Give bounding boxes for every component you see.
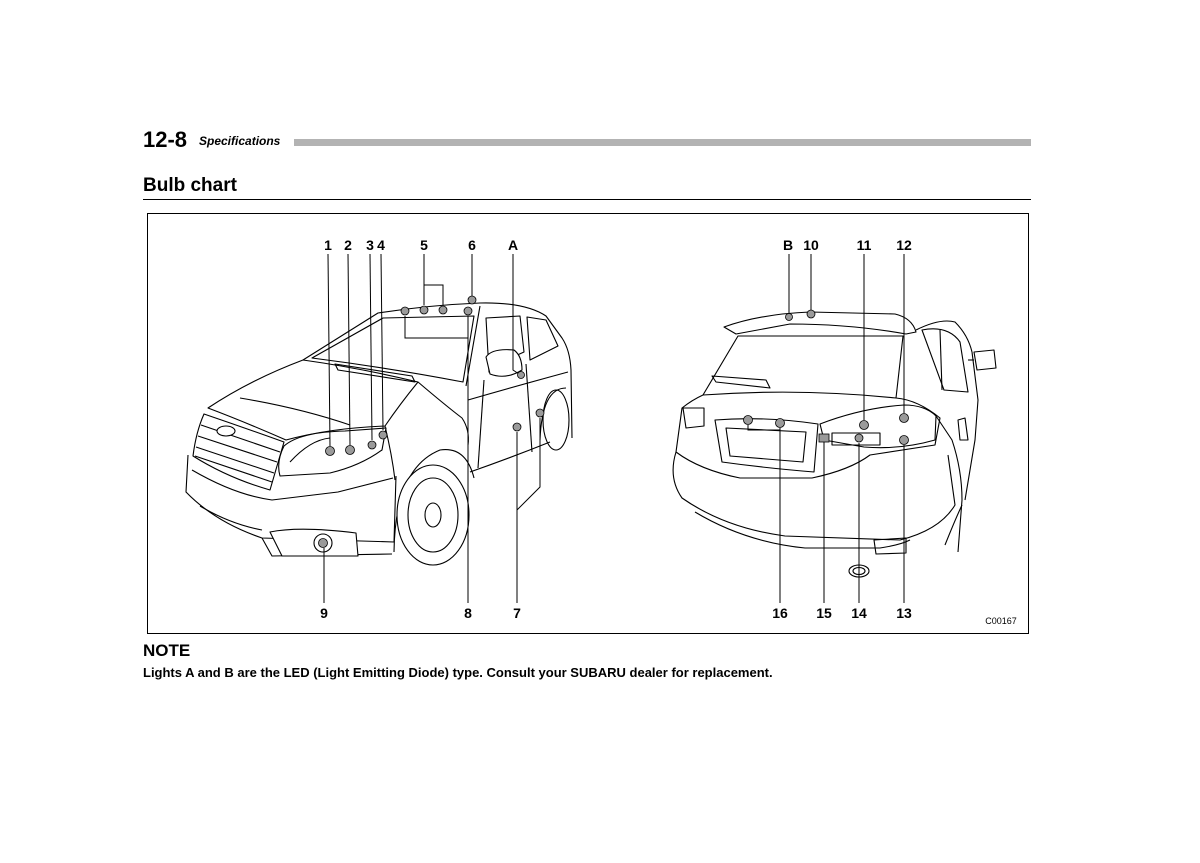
callout-1: 1 [324, 237, 332, 253]
callout-4: 4 [377, 237, 385, 253]
rear-top-callouts: B 10 11 12 [783, 237, 912, 253]
callout-13: 13 [896, 605, 912, 621]
bulb-marker-3 [367, 440, 377, 450]
front-leader-lines [323, 253, 541, 603]
note-heading: NOTE [143, 641, 191, 660]
bulb-marker-b [785, 313, 793, 321]
callout-b: B [783, 237, 793, 253]
callout-2: 2 [344, 237, 352, 253]
bulb-marker-a [517, 371, 525, 379]
bulb-marker-4 [378, 430, 388, 440]
bulb-marker-13 [899, 435, 909, 445]
note-text: Lights A and B are the LED (Light Emitti… [143, 665, 773, 680]
bulb-marker-6 [467, 295, 477, 305]
bulb-marker-12 [899, 413, 909, 423]
leader-line-a [512, 254, 520, 375]
bulb-marker-16a [743, 415, 753, 425]
leader-line-8 [404, 316, 469, 603]
bulb-chart-figure: 1 2 3 4 5 6 A 9 8 7 B 10 11 12 16 15 14 … [185, 237, 1017, 626]
figure-frame [147, 213, 1029, 634]
front-bottom-callouts: 9 8 7 [320, 605, 521, 621]
bulb-marker-7b [535, 408, 545, 418]
leader-line-1 [327, 253, 331, 447]
bulb-marker-9 [318, 538, 328, 548]
callout-10: 10 [803, 237, 819, 253]
rear-bottom-callouts: 16 15 14 13 [772, 605, 912, 621]
callout-16: 16 [772, 605, 788, 621]
rear-leader-lines [747, 254, 905, 603]
bulb-marker-5a [419, 305, 429, 315]
bulb-marker-8b [463, 306, 473, 316]
leader-line-5 [423, 254, 444, 305]
front-bulb-markers [318, 295, 545, 548]
leader-line-3 [369, 253, 373, 441]
callout-8: 8 [464, 605, 472, 621]
bulb-marker-1 [325, 446, 335, 456]
leader-line-7 [516, 418, 541, 603]
callout-12: 12 [896, 237, 912, 253]
callout-3: 3 [366, 237, 374, 253]
callout-11: 11 [857, 237, 872, 253]
bulb-marker-11 [859, 420, 869, 430]
callout-9: 9 [320, 605, 328, 621]
page-number: 12-8 [143, 127, 188, 152]
bulb-marker-15 [818, 433, 830, 443]
bulb-marker-10 [806, 309, 816, 319]
callout-15: 15 [816, 605, 832, 621]
bulb-marker-8a [400, 306, 410, 316]
rear-bulb-markers [743, 309, 909, 445]
callout-5: 5 [420, 237, 428, 253]
rear-view-car-illustration [672, 311, 997, 578]
bulb-marker-2 [345, 445, 355, 455]
bulb-marker-5b [438, 305, 448, 315]
leader-line-2 [347, 253, 351, 446]
section-heading: Bulb chart [143, 175, 237, 196]
front-top-callouts: 1 2 3 4 5 6 A [324, 237, 518, 253]
leader-line-16 [747, 425, 781, 603]
figure-code: C00167 [985, 616, 1017, 626]
callout-a: A [508, 237, 518, 253]
heading-rule [143, 199, 1031, 200]
callout-6: 6 [468, 237, 476, 253]
leader-line-4 [380, 253, 384, 431]
bulb-marker-14 [854, 433, 864, 443]
bulb-marker-7a [512, 422, 522, 432]
header-bar [294, 139, 1031, 146]
callout-14: 14 [851, 605, 867, 621]
chapter-title: Specifications [199, 134, 281, 148]
callout-7: 7 [513, 605, 521, 621]
bulb-marker-16b [775, 418, 785, 428]
